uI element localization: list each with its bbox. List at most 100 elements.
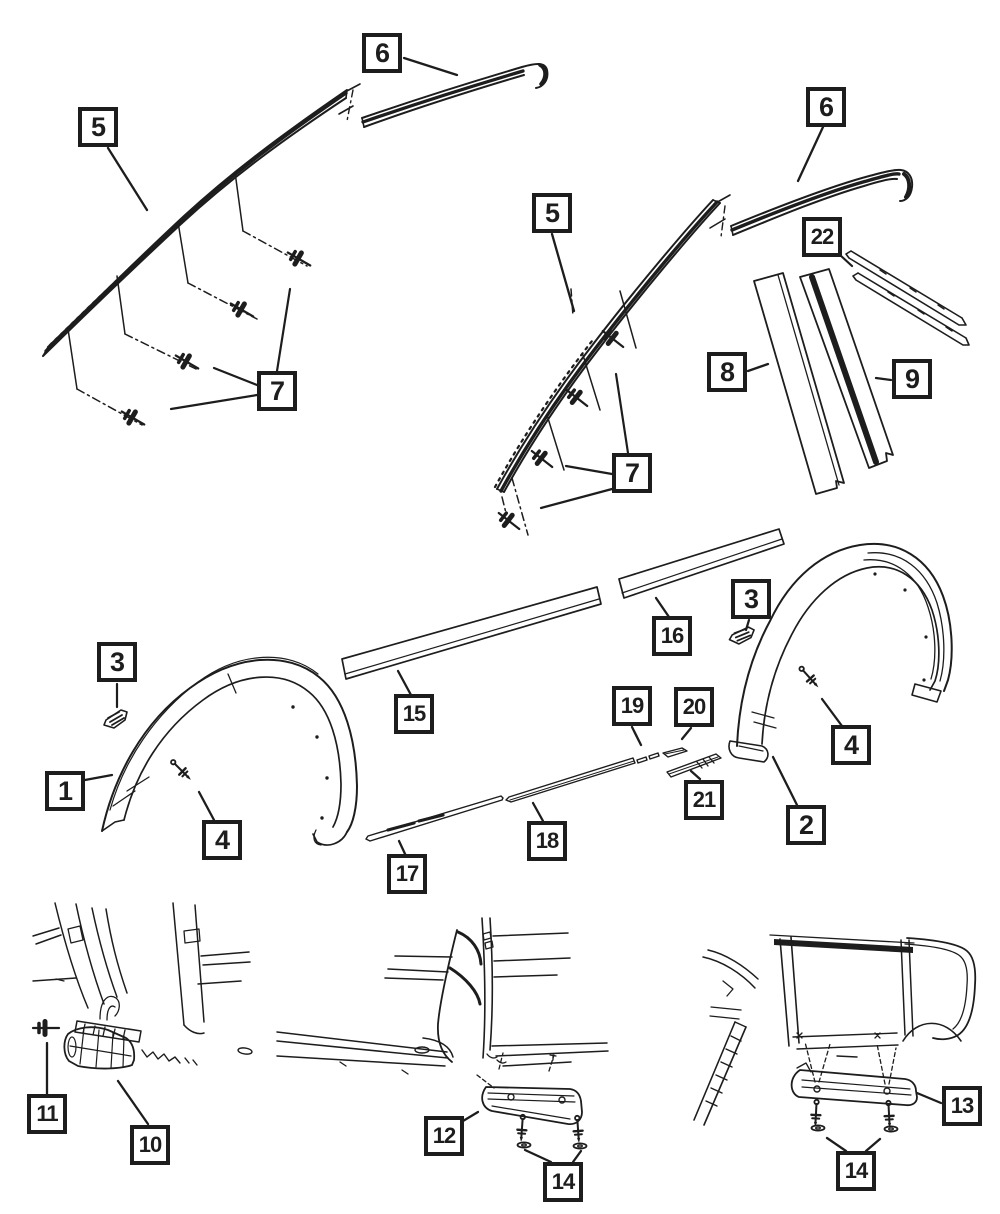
callout-18[interactable]: 18 (527, 821, 567, 861)
part-16-body-side-molding (618, 528, 785, 599)
part-21-molding-segment (666, 753, 722, 778)
leader-line (820, 697, 844, 728)
leader-line (523, 1148, 583, 1164)
callout-14-bed[interactable]: 14 (836, 1151, 876, 1191)
part-15-body-side-molding (341, 586, 602, 680)
callout-2[interactable]: 2 (786, 805, 826, 845)
screw-glyph (809, 1098, 823, 1129)
break-mark (709, 194, 731, 238)
part-19-molding-segment (636, 752, 660, 764)
part-18-sill-molding (505, 757, 636, 803)
part-6-roof-molding-rear (730, 168, 914, 236)
washer-glyph (810, 1124, 826, 1132)
callout-7-front-clips[interactable]: 7 (257, 371, 297, 411)
callout-17[interactable]: 17 (387, 854, 427, 894)
callout-4-front[interactable]: 4 (202, 820, 242, 860)
callout-11[interactable]: 11 (27, 1094, 67, 1134)
pin-clip-glyph (528, 446, 556, 472)
leader-line (402, 56, 459, 77)
leader-line (169, 287, 292, 411)
callout-14-cab[interactable]: 14 (543, 1162, 583, 1202)
washer-glyph (516, 1141, 532, 1149)
callout-13[interactable]: 13 (942, 1086, 982, 1126)
callout-21[interactable]: 21 (684, 780, 724, 820)
callout-12[interactable]: 12 (424, 1116, 464, 1156)
callout-8[interactable]: 8 (707, 352, 747, 392)
leader-line (83, 773, 114, 782)
leader-line (654, 596, 671, 619)
part-13-splash-guard (790, 1062, 918, 1107)
screw-glyph (515, 1113, 529, 1144)
callout-5-rear-roof[interactable]: 5 (532, 193, 572, 233)
guide-lines (501, 288, 637, 536)
pin-clip-glyph (118, 406, 147, 430)
leader-line (197, 790, 216, 822)
callout-15[interactable]: 15 (394, 694, 434, 734)
part-17-sill-molding (365, 795, 504, 842)
pin-clip-glyph (227, 298, 256, 322)
leader-line (531, 801, 545, 823)
part-8-pillar-applique (753, 272, 845, 495)
part-5-roof-molding (42, 89, 348, 357)
clip-glyph (103, 709, 128, 729)
callout-10[interactable]: 10 (130, 1125, 170, 1165)
leader-line (106, 146, 149, 212)
part-12-splash-guard (481, 1086, 583, 1125)
part-5-roof-molding-rear (493, 199, 721, 493)
pin-clip-glyph (33, 1022, 59, 1035)
callout-20[interactable]: 20 (674, 687, 714, 727)
leader-line (744, 618, 751, 632)
leader-line (825, 1136, 882, 1153)
pin-clip-glyph (172, 350, 201, 374)
leader-line (539, 372, 630, 510)
part-6-roof-molding (361, 63, 549, 128)
part-9-pillar-applique (799, 268, 894, 469)
leader-line (771, 755, 799, 807)
screw-glyph (167, 756, 196, 785)
callout-22[interactable]: 22 (802, 217, 842, 257)
callout-5-front-roof[interactable]: 5 (78, 107, 118, 147)
leader-line (746, 362, 770, 373)
pin-clip-glyph (284, 247, 313, 271)
group-detail-bed-corner (693, 934, 977, 1153)
callout-1[interactable]: 1 (45, 771, 85, 811)
callout-4-rear[interactable]: 4 (831, 725, 871, 765)
callout-6-front-roof[interactable]: 6 (362, 33, 402, 73)
leader-line (397, 839, 408, 858)
callout-9[interactable]: 9 (892, 359, 932, 399)
pin-clip-glyph (495, 508, 523, 534)
part-22-belt-strips (845, 250, 970, 346)
part-20-molding-segment (662, 747, 688, 758)
leader-line (461, 1110, 480, 1123)
callout-7-rear-clips[interactable]: 7 (612, 453, 652, 493)
part-2-rear-wheel-flare (728, 542, 953, 763)
leader-line (838, 253, 854, 268)
leader-line (796, 125, 825, 183)
part-10-splash-shield (63, 1020, 142, 1070)
part-1-front-wheel-flare (101, 656, 358, 846)
callout-6-rear-roof[interactable]: 6 (806, 87, 846, 127)
screw-glyph (571, 1114, 585, 1145)
callout-16[interactable]: 16 (652, 616, 692, 656)
callout-3-front[interactable]: 3 (97, 642, 137, 682)
group-detail-front-wheelhouse (33, 902, 253, 1126)
leader-line (689, 769, 702, 781)
leader-line (915, 1091, 943, 1105)
guide-lines (67, 171, 308, 426)
clip-glyph (728, 623, 756, 647)
callout-3-rear[interactable]: 3 (731, 579, 771, 619)
washer-glyph (883, 1125, 899, 1133)
callout-19[interactable]: 19 (612, 686, 652, 726)
leader-line (630, 725, 643, 747)
leader-line (874, 376, 893, 382)
washer-glyph (572, 1142, 588, 1150)
leader-line (396, 669, 413, 697)
leader-line (680, 726, 693, 741)
group-body-side (83, 528, 953, 858)
screw-glyph (795, 662, 823, 692)
leader-line (116, 1079, 150, 1126)
break-mark (338, 83, 361, 122)
group-rear-roof-molding (493, 125, 970, 536)
group-front-roof-molding (42, 56, 549, 430)
